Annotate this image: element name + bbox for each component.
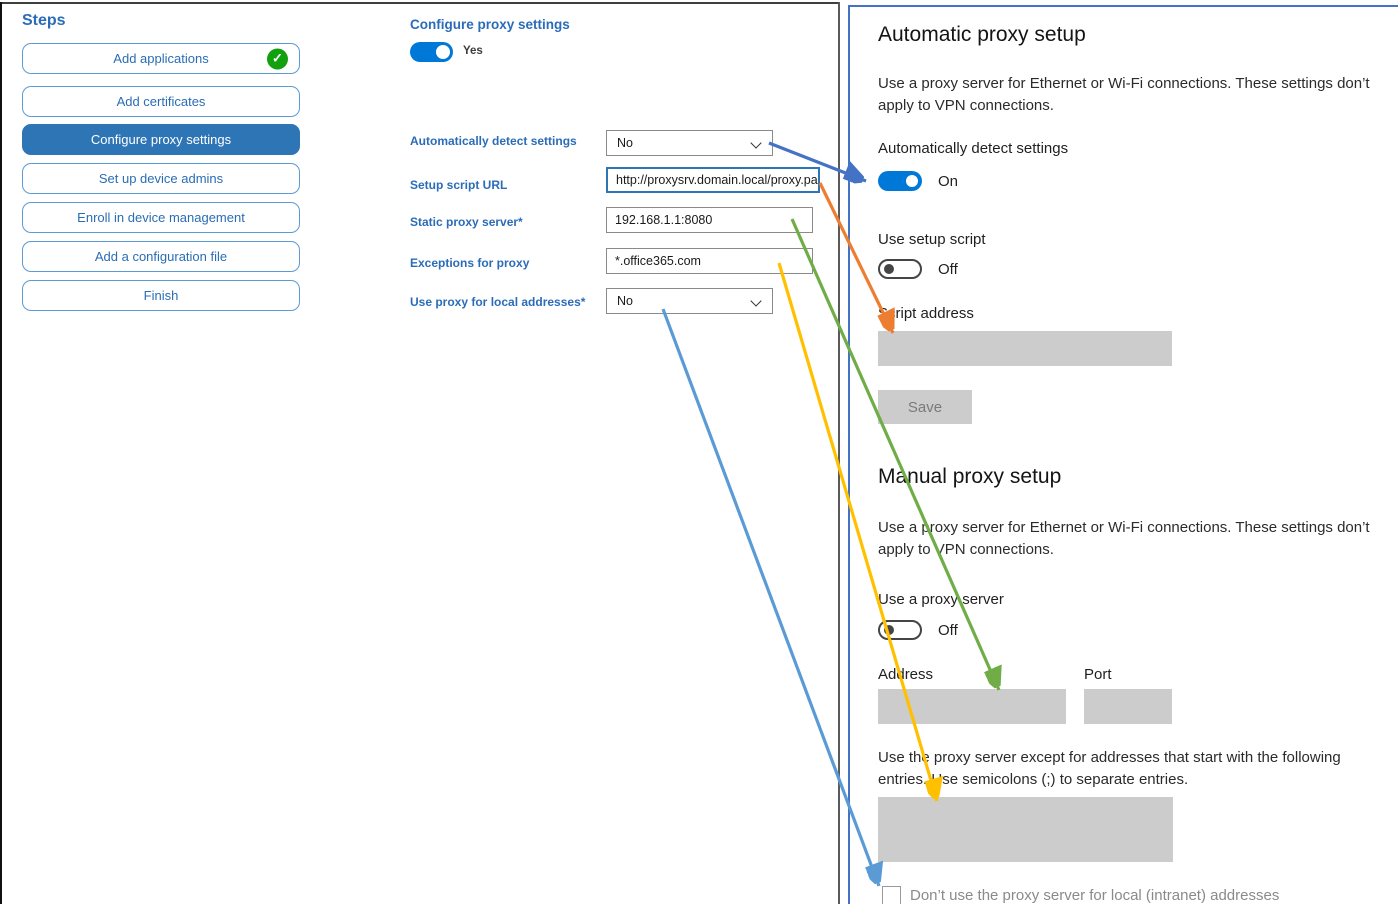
step-set-up-device-admins[interactable]: Set up device admins (22, 163, 300, 194)
script-address-label: Script address (878, 305, 974, 322)
script-address-field[interactable] (878, 331, 1172, 366)
address-label: Address (878, 666, 934, 683)
automatic-proxy-description: Use a proxy server for Ethernet or Wi-Fi… (878, 75, 1370, 114)
step-add-certificates[interactable]: Add certificates (22, 86, 300, 117)
local-addresses-arrow (661, 308, 879, 887)
completed-check-icon: ✓ (267, 48, 288, 69)
step-add-applications[interactable]: Add applications ✓ (22, 43, 300, 74)
step-label: Configure proxy settings (90, 132, 232, 147)
configure-proxy-toggle[interactable] (410, 42, 453, 62)
wizard-frame-left-border (0, 2, 2, 904)
address-field[interactable] (878, 689, 1066, 724)
steps-panel-title: Steps (22, 12, 66, 29)
port-field[interactable] (1084, 689, 1172, 724)
wizard-divider (838, 2, 840, 904)
chevron-down-icon (750, 295, 762, 307)
step-label: Enroll in device management (77, 210, 245, 225)
input-value: http://proxysrv.domain.local/proxy.pa (616, 173, 818, 187)
wizard-frame-top-border (2, 2, 839, 4)
step-configure-proxy-settings[interactable]: Configure proxy settings (22, 124, 300, 155)
step-add-a-configuration-file[interactable]: Add a configuration file (22, 241, 300, 272)
step-label: Add a configuration file (94, 249, 228, 264)
use-proxy-local-label: Use proxy for local addresses* (410, 295, 586, 309)
auto-detect-label: Automatically detect settings (878, 140, 1069, 157)
windows-proxy-settings-panel: Automatic proxy setup Use a proxy server… (848, 5, 1398, 904)
step-label: Add certificates (116, 94, 206, 109)
step-finish[interactable]: Finish (22, 280, 300, 311)
proxy-exceptions-description: Use the proxy server except for addresse… (878, 749, 1341, 788)
exceptions-for-proxy-label: Exceptions for proxy (410, 256, 530, 270)
proxy-exceptions-field[interactable] (878, 797, 1173, 862)
use-setup-script-toggle[interactable] (878, 259, 922, 279)
input-value: *.office365.com (615, 254, 701, 268)
toggle-knob (436, 45, 450, 59)
setup-script-url-label: Setup script URL (410, 178, 508, 192)
use-proxy-local-dropdown[interactable]: No (606, 288, 773, 314)
step-label: Set up device admins (98, 171, 224, 186)
exceptions-for-proxy-input[interactable]: *.office365.com (606, 248, 813, 274)
configure-proxy-toggle-label: Yes (463, 45, 483, 57)
input-value: 192.168.1.1:8080 (615, 213, 713, 227)
toggle-knob (884, 264, 894, 274)
setup-script-url-input[interactable]: http://proxysrv.domain.local/proxy.pa (606, 167, 820, 193)
static-proxy-server-label: Static proxy server* (410, 215, 523, 229)
dropdown-value: No (617, 136, 633, 150)
use-proxy-server-toggle-state: Off (938, 622, 958, 639)
detect-settings-dropdown[interactable]: No (606, 130, 773, 156)
local-addresses-checkbox-label: Don’t use the proxy server for local (in… (910, 887, 1280, 904)
manual-proxy-description: Use a proxy server for Ethernet or Wi-Fi… (878, 519, 1370, 558)
use-proxy-server-toggle[interactable] (878, 620, 922, 640)
auto-detect-toggle[interactable] (878, 171, 922, 191)
manual-proxy-heading: Manual proxy setup (878, 465, 1062, 488)
automatic-proxy-heading: Automatic proxy setup (878, 23, 1086, 46)
auto-detect-toggle-state: On (938, 173, 959, 190)
toggle-knob (906, 175, 918, 187)
local-addresses-checkbox[interactable] (882, 886, 901, 904)
use-setup-script-toggle-state: Off (938, 261, 958, 278)
detect-settings-label: Automatically detect settings (410, 134, 577, 148)
dropdown-value: No (617, 294, 633, 308)
step-label: Add applications (113, 51, 209, 66)
save-button[interactable]: Save (878, 390, 972, 424)
toggle-knob (884, 625, 894, 635)
configure-proxy-title: Configure proxy settings (410, 17, 570, 32)
use-proxy-server-label: Use a proxy server (878, 591, 1004, 608)
port-label: Port (1084, 666, 1112, 683)
step-enroll-in-device-management[interactable]: Enroll in device management (22, 202, 300, 233)
use-setup-script-label: Use setup script (878, 231, 986, 248)
chevron-down-icon (750, 137, 762, 149)
static-proxy-server-input[interactable]: 192.168.1.1:8080 (606, 207, 813, 233)
step-label: Finish (143, 288, 179, 303)
